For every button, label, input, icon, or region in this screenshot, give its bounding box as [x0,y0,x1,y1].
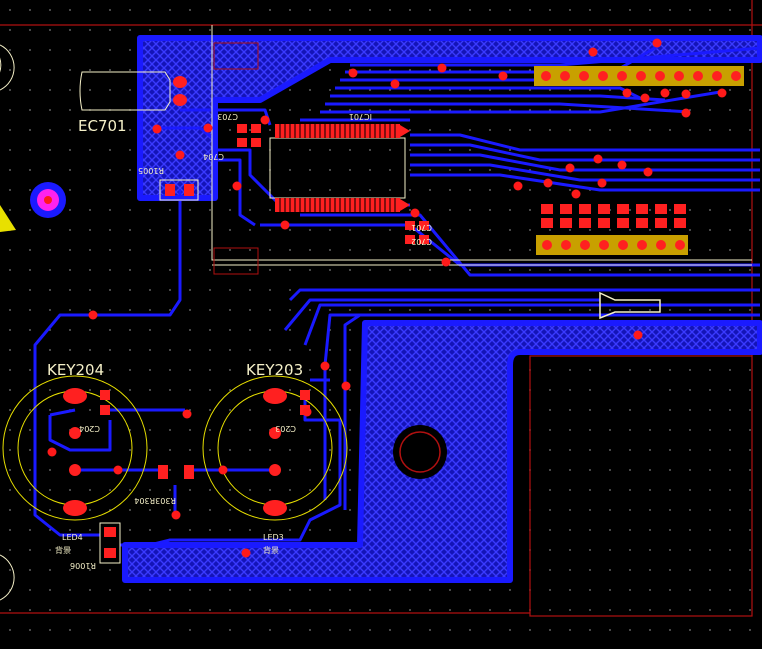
header-connector-bottom [536,235,688,255]
resistor-array [541,204,686,228]
smd-pads [100,76,429,558]
label-led4-cn: 背景 [55,545,71,555]
label-c702: C702 [411,237,432,246]
header-connector-top [534,66,744,86]
copper-traces [33,43,761,547]
label-c704: C704 [203,152,224,161]
label-key203: KEY203 [246,361,303,379]
label-led3: LED3 [263,533,284,542]
label-ic701: IC701 [349,112,372,121]
copper-pour [122,35,762,583]
label-ec701: EC701 [78,117,127,135]
label-key204: KEY204 [47,361,104,379]
label-c701: C701 [411,223,432,232]
label-c703: C703 [217,112,238,121]
label-r1006: R1006 [70,561,96,570]
label-r303r304: R303R304 [134,496,176,505]
label-r1005: R1005 [138,166,164,175]
label-c204: C204 [79,424,100,433]
label-led4: LED4 [62,533,83,542]
vias [47,38,727,558]
ic701-chip [269,124,410,212]
fiducial-mark [30,182,66,218]
label-c203: C203 [275,424,296,433]
silkscreen-labels: EC701 KEY204 KEY203 LED4 LED3 背景 背景 R100… [47,112,432,570]
key-pads [63,388,287,516]
label-led3-cn: 背景 [263,545,279,555]
board-edge-marker [0,205,16,232]
silkscreen-outlines [0,25,752,601]
